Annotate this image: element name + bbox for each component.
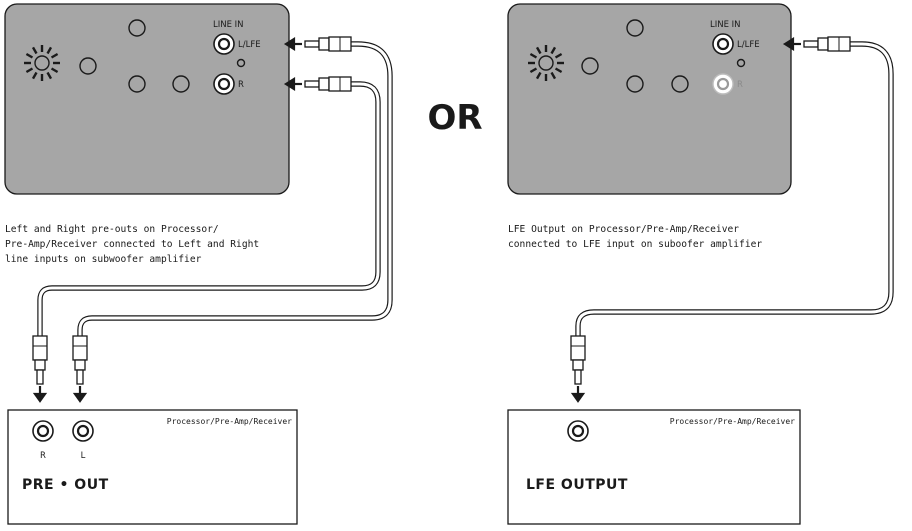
right-box-output-label: LFE OUTPUT xyxy=(526,477,628,493)
right-jack-r-icon[interactable] xyxy=(712,73,734,95)
right-jack-l-lfe-icon[interactable] xyxy=(712,33,734,55)
speaker-tick xyxy=(31,71,38,80)
left-box-jack-l-label: L xyxy=(81,451,86,461)
left-caption-line-2: Pre-Amp/Receiver connected to Left and R… xyxy=(5,239,259,250)
left-box-output-label: PRE • OUT xyxy=(22,477,109,493)
right-knob-top[interactable] xyxy=(626,19,644,37)
right-down-arrow xyxy=(570,386,586,403)
right-signal-arrow xyxy=(782,37,801,51)
speaker-tick xyxy=(550,71,557,80)
left-knob-top[interactable] xyxy=(128,19,146,37)
speaker-tick xyxy=(535,46,542,55)
right-caption-line-1: LFE Output on Processor/Pre-Amp/Receiver xyxy=(508,224,739,235)
speaker-ring xyxy=(34,55,50,71)
speaker-tick xyxy=(529,52,538,59)
speaker-tick xyxy=(554,67,563,74)
arrow-down-icon xyxy=(32,392,48,403)
speaker-tick xyxy=(46,71,53,80)
left-caption-line-3: line inputs on subwoofer amplifier xyxy=(5,254,202,265)
left-processor-box xyxy=(7,409,298,525)
speaker-tick xyxy=(31,46,38,55)
arrow-down-icon xyxy=(72,392,88,403)
left-caption-line-1: Left and Right pre-outs on Processor/ xyxy=(5,224,219,235)
or-separator: OR xyxy=(427,98,482,138)
left-jack-r-icon[interactable] xyxy=(213,73,235,95)
right-cable-lfe xyxy=(575,41,894,339)
left-signal-arrows xyxy=(283,37,302,91)
right-jack-l-lfe-label: L/LFE xyxy=(737,40,760,50)
left-cable-r xyxy=(37,81,381,339)
right-knob-bottom-a[interactable] xyxy=(626,75,644,93)
right-jack-r-label: R xyxy=(737,80,743,90)
right-line-in-label: LINE IN xyxy=(710,20,741,30)
speaker-tick xyxy=(535,71,542,80)
left-amplifier-panel: LINE IN L/LFE R xyxy=(4,3,290,195)
left-jack-l-lfe-label: L/LFE xyxy=(238,40,261,50)
left-amp-plate xyxy=(4,3,290,195)
left-plug-top-icon xyxy=(304,36,352,52)
arrow-down-icon xyxy=(570,392,586,403)
left-plug-l-bottom-icon xyxy=(72,335,88,385)
speaker-tick xyxy=(529,67,538,74)
left-knob-bottom-b[interactable] xyxy=(172,75,190,93)
right-processor-box xyxy=(507,409,801,525)
speaker-tick xyxy=(50,52,59,59)
right-amp-plate xyxy=(507,3,792,195)
right-knob-bottom-b[interactable] xyxy=(671,75,689,93)
left-knob-bottom-a[interactable] xyxy=(128,75,146,93)
left-line-in-label: LINE IN xyxy=(213,20,244,30)
right-amplifier-panel: LINE IN L/LFE R xyxy=(507,3,792,195)
left-caption: Left and Right pre-outs on Processor/ Pr… xyxy=(5,224,259,265)
right-indicator-led xyxy=(736,58,746,68)
right-caption-line-2: connected to LFE input on suboofer ampli… xyxy=(508,239,762,250)
right-plug-bottom-icon xyxy=(570,335,586,385)
right-knob-mid[interactable] xyxy=(581,57,599,75)
left-plug-bottom-icon xyxy=(304,76,352,92)
left-knob-mid[interactable] xyxy=(79,57,97,75)
left-plug-r-bottom-icon xyxy=(32,335,48,385)
speaker-tick xyxy=(550,46,557,55)
speaker-tick xyxy=(554,52,563,59)
speaker-tick xyxy=(46,46,53,55)
speaker-tick xyxy=(50,67,59,74)
left-box-jack-r-icon[interactable] xyxy=(32,420,54,442)
right-plug-top-icon xyxy=(803,36,851,52)
left-speaker-indicator-icon xyxy=(24,45,60,81)
right-speaker-indicator-icon xyxy=(528,45,564,81)
speaker-tick xyxy=(25,52,34,59)
left-cable-l xyxy=(77,41,393,339)
left-down-arrows xyxy=(32,386,88,403)
left-indicator-led xyxy=(236,58,246,68)
speaker-ring xyxy=(538,55,554,71)
left-box-title: Processor/Pre-Amp/Receiver xyxy=(167,417,292,426)
right-caption: LFE Output on Processor/Pre-Amp/Receiver… xyxy=(508,224,762,250)
left-jack-r-label: R xyxy=(238,80,244,90)
left-source-box: Processor/Pre-Amp/Receiver R L PRE • OUT xyxy=(7,409,298,525)
right-source-box: Processor/Pre-Amp/Receiver LFE OUTPUT xyxy=(507,409,801,525)
left-jack-l-lfe-icon[interactable] xyxy=(213,33,235,55)
speaker-tick xyxy=(25,67,34,74)
right-box-title: Processor/Pre-Amp/Receiver xyxy=(670,417,795,426)
left-box-jack-l-icon[interactable] xyxy=(72,420,94,442)
left-box-jack-r-label: R xyxy=(40,451,46,461)
right-box-jack-lfe-icon[interactable] xyxy=(567,420,589,442)
